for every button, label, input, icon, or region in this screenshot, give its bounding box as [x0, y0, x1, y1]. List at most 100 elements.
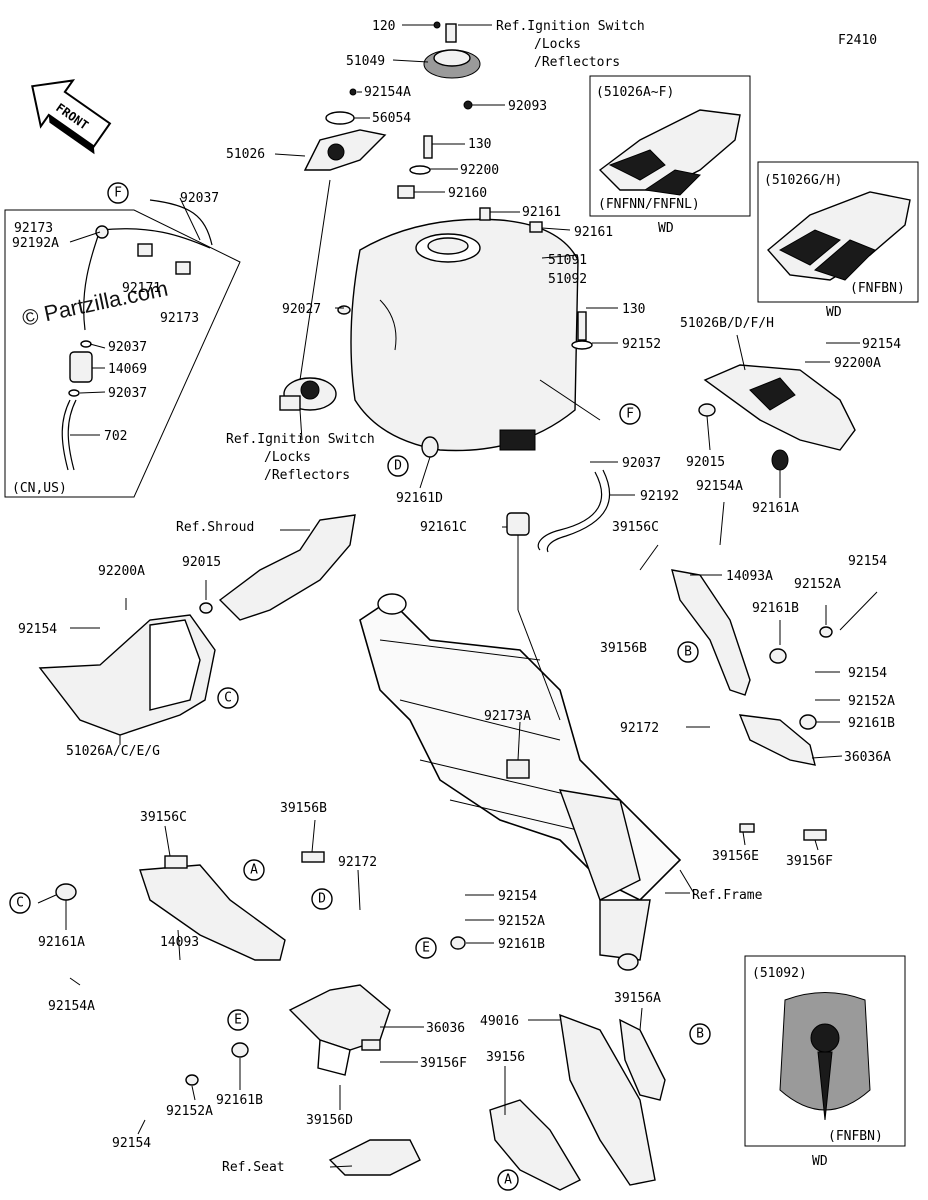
part-label: 92161 — [522, 205, 561, 220]
part-label: 39156 — [486, 1050, 525, 1065]
part-label: 51091 — [548, 253, 587, 268]
callouts: F F D B C C A D E E B A — [9, 182, 711, 1191]
part-label: 92172 — [620, 721, 659, 736]
ref-seat: Ref.Seat — [222, 1160, 285, 1175]
front-arrow-icon: FRONT — [31, 79, 112, 155]
part-label: 92192A — [12, 236, 59, 251]
callout-f: F — [626, 407, 634, 422]
part-label: 92171 — [122, 281, 161, 296]
ref-ignition-top-line1: Ref.Ignition Switch — [496, 19, 645, 34]
part-label: 92192 — [640, 489, 679, 504]
part-label: 92154 — [112, 1136, 151, 1151]
part-label: 92037 — [108, 340, 147, 355]
part-label: 92015 — [182, 555, 221, 570]
part-label: 14069 — [108, 362, 147, 377]
part-label: 92027 — [282, 302, 321, 317]
part-label: 92173 — [14, 221, 53, 236]
ref-frame: Ref.Frame — [692, 888, 763, 903]
inset-c-title: (51092) — [752, 966, 807, 981]
inset-a-variant: (FNFNN/FNFNL) — [598, 197, 700, 212]
fuel-cap-assembly — [303, 21, 481, 199]
part-label: 92161D — [396, 491, 443, 506]
part-label: 92152A — [498, 914, 545, 929]
side-cover-right — [698, 364, 856, 471]
shroud-ref — [218, 514, 356, 621]
callout-d-lower: D — [318, 892, 326, 907]
inset-51026g-h: (51026G/H) (FNFBN) WD — [757, 161, 919, 320]
callout-c: C — [224, 691, 232, 706]
callout-c-lower: C — [16, 896, 24, 911]
part-label: 92154A — [696, 479, 743, 494]
part-label: 36036 — [426, 1021, 465, 1036]
part-label: 92093 — [508, 99, 547, 114]
callout-b: B — [684, 645, 692, 660]
part-label: 92154 — [848, 554, 887, 569]
diagram-code: F2410 — [838, 33, 877, 48]
callout-b-lower: B — [696, 1027, 704, 1042]
inset-b-note: WD — [826, 305, 842, 320]
part-label: 39156C — [612, 520, 659, 535]
part-label: 92152 — [622, 337, 661, 352]
part-label: 92161B — [752, 601, 799, 616]
part-label: 49016 — [480, 1014, 519, 1029]
part-label: 92037 — [622, 456, 661, 471]
part-label: 92152A — [166, 1104, 213, 1119]
frame — [359, 593, 682, 971]
part-labels: 120 51049 92093 92154A 56054 51026 130 9… — [12, 19, 901, 1151]
inset-cn-us: (CN,US) — [4, 199, 241, 498]
ref-ignition-mid-line1: Ref.Ignition Switch — [226, 432, 375, 447]
part-label: 702 — [104, 429, 127, 444]
part-label: 92161B — [216, 1093, 263, 1108]
callout-d: D — [394, 459, 402, 474]
ref-ignition-top-line3: /Reflectors — [534, 55, 620, 70]
inset-c-note: WD — [812, 1154, 828, 1169]
part-label: 92154 — [862, 337, 901, 352]
part-label: 39156B — [280, 801, 327, 816]
part-label: 14093A — [726, 569, 773, 584]
part-label: 92154A — [48, 999, 95, 1014]
part-label: 92015 — [686, 455, 725, 470]
part-label: 39156F — [786, 854, 833, 869]
part-label: 51026A/C/E/G — [66, 744, 160, 759]
part-label: 92161B — [498, 937, 545, 952]
under-cover-36036 — [185, 936, 466, 1176]
part-label: 14093 — [160, 935, 199, 950]
inset-51092: (51092) (FNFBN) WD — [744, 955, 906, 1169]
part-label: 36036A — [844, 750, 891, 765]
part-label: 92172 — [338, 855, 377, 870]
part-label: 92161 — [574, 225, 613, 240]
part-label: 92161A — [752, 501, 799, 516]
part-label: 56054 — [372, 111, 411, 126]
inset-b-title: (51026G/H) — [764, 173, 842, 188]
inset-51026a-f: (51026A~F) (FNFNN/FNFNL) WD — [589, 75, 751, 236]
part-label: 92160 — [448, 186, 487, 201]
part-label: 39156B — [600, 641, 647, 656]
inset-cn-us-label: (CN,US) — [12, 481, 67, 496]
part-label: 92173 — [160, 311, 199, 326]
ref-ignition-top-line2: /Locks — [534, 37, 581, 52]
part-label: 92037 — [180, 191, 219, 206]
ref-ignition-mid: Ref.Ignition Switch /Locks /Reflectors — [226, 432, 375, 483]
part-label: 92200A — [98, 564, 145, 579]
part-label: 39156D — [306, 1113, 353, 1128]
part-label: 39156E — [712, 849, 759, 864]
part-label: 39156C — [140, 810, 187, 825]
side-cover-left — [38, 602, 216, 736]
ref-ignition-top: Ref.Ignition Switch /Locks /Reflectors — [496, 19, 645, 70]
lower-covers — [489, 1013, 666, 1191]
fuel-tank — [337, 207, 593, 536]
part-label: 120 — [372, 19, 395, 34]
part-label: 92152A — [848, 694, 895, 709]
ignition-switch — [279, 377, 337, 411]
part-label: 92161C — [420, 520, 467, 535]
ref-ignition-mid-line3: /Reflectors — [264, 468, 350, 483]
callout-f-inset: F — [114, 186, 122, 201]
part-label: 92173A — [484, 709, 531, 724]
part-label: 92200A — [834, 356, 881, 371]
part-label: 51092 — [548, 272, 587, 287]
part-label: 39156F — [420, 1056, 467, 1071]
part-label: 51026B/D/F/H — [680, 316, 774, 331]
inset-a-title: (51026A~F) — [596, 85, 674, 100]
inset-c-variant: (FNFBN) — [828, 1129, 883, 1144]
